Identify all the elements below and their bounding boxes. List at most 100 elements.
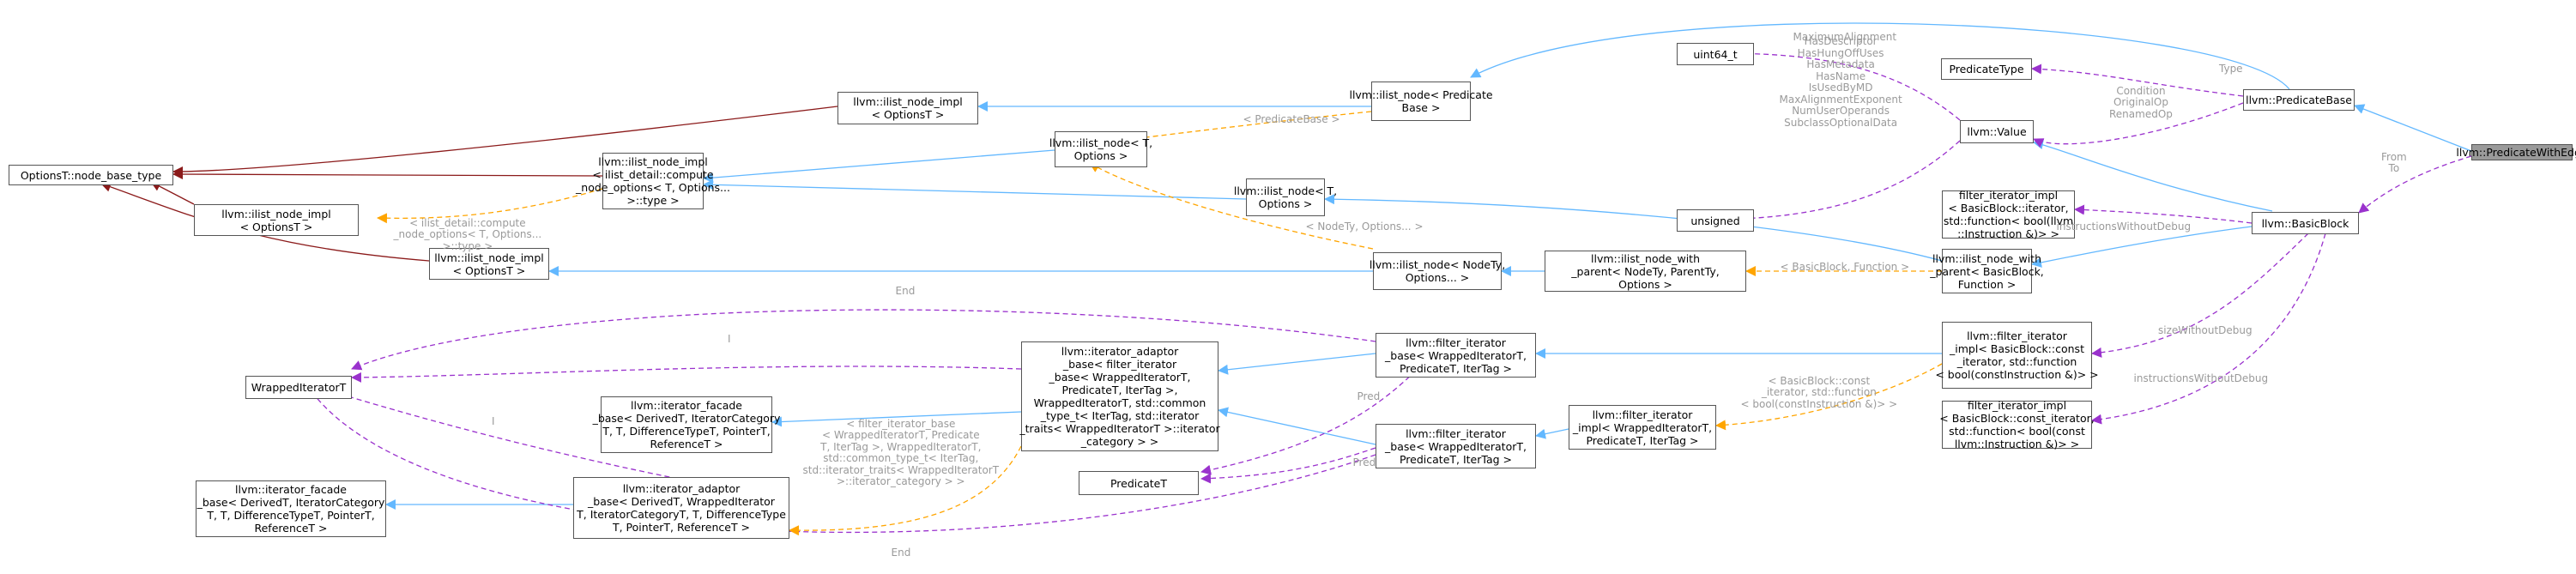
class-node-inwp-nt[interactable]: llvm::ilist_node_with_parent< NodeTy, Pa… — [1545, 251, 1746, 292]
edge-label-text: < WrappedIteratorT, Predicate — [821, 429, 980, 441]
class-node-inimpl-mid[interactable]: llvm::ilist_node_impl< ilist_detail::com… — [576, 153, 730, 209]
class-node-ptype[interactable]: PredicateType — [1941, 58, 2032, 80]
class-node-text: Options > — [1258, 197, 1313, 210]
edge-template-ilnodent-ilnode — [1089, 162, 1374, 250]
class-node-text: T, IteratorCategoryT, T, DifferenceType — [577, 508, 786, 521]
class-node-text: llvm::Value — [1967, 125, 2027, 138]
edge-label-text: I — [492, 415, 495, 427]
edge-inherit-ilnodeT2-impl — [703, 179, 1247, 200]
class-node-unsigned[interactable]: unsigned — [1677, 209, 1754, 232]
edge-label-text: >::type > — [442, 239, 493, 252]
class-node-ifb-bot[interactable]: llvm::iterator_facade_base< DerivedT, It… — [196, 480, 386, 537]
class-node-uint64[interactable]: uint64_t — [1677, 43, 1754, 65]
edge-usage-pwe-bb — [2358, 155, 2472, 214]
class-node-text: _base< WrappedIteratorT, — [1385, 348, 1527, 362]
class-node-ilnode-to2[interactable]: llvm::ilist_node< T,Options > — [1234, 178, 1337, 216]
class-node-text: PredicateT, IterTag > — [1399, 361, 1512, 375]
class-node-text: llvm::ilist_node< NodeTy, — [1369, 258, 1506, 271]
edge-inherit-fiigen-fibbot — [1535, 428, 1569, 439]
class-node-text: llvm::BasicBlock — [2261, 216, 2349, 230]
class-node-ilnode-to[interactable]: llvm::ilist_node< T,Options > — [1049, 131, 1152, 167]
edge-template-iab-iabgen — [789, 445, 1022, 536]
class-node-text: WrappedIteratorT — [251, 381, 347, 394]
edge-label-text: std::common_type_t< IterTag, — [823, 452, 979, 464]
edge-inherit-inwpbb-ilnodeT2 — [1324, 194, 1943, 262]
edge-private-impleft-onbt — [150, 181, 195, 205]
class-node-text: Options > — [1618, 277, 1672, 291]
edge-label-text: >::iterator_category > > — [836, 475, 965, 487]
class-node-text: llvm::iterator_facade — [631, 399, 742, 412]
class-node-text: _traits< WrappedIteratorT >::iterator — [1019, 422, 1220, 435]
edge-label-text: End — [891, 547, 911, 559]
edge-inherit-ilnodeT-impl — [703, 149, 1055, 184]
class-node-inwp-bb[interactable]: llvm::ilist_node_with_parent< BasicBlock… — [1930, 249, 2044, 293]
edge-label-lbl-fibase: < filter_iterator_base< WrappedIteratorT… — [802, 418, 1000, 488]
edge-private-impmid-onbt — [172, 169, 603, 180]
class-node-text: std::function< bool(llvm — [1943, 214, 2074, 227]
class-node-text: llvm::filter_iterator — [1967, 329, 2067, 342]
class-node-text: llvm::Instruction &)> > — [1954, 438, 2080, 450]
class-node-text: llvm::ilist_node< Predicate — [1349, 88, 1493, 101]
class-node-pbase[interactable]: llvm::PredicateBase — [2243, 89, 2355, 111]
class-node-inimpl-top[interactable]: llvm::ilist_node_impl< OptionsT > — [838, 92, 978, 124]
class-node-bb[interactable]: llvm::BasicBlock — [2252, 212, 2359, 234]
class-node-iab-gen[interactable]: llvm::iterator_adaptor_base< DerivedT, W… — [573, 477, 789, 539]
class-node-fii-bb-const[interactable]: llvm::filter_iterator_impl< BasicBlock::… — [1935, 322, 2099, 389]
edge-usage-bb-fiiinst — [2074, 204, 2252, 224]
edge-inherit-pwe-pbase — [2354, 104, 2472, 152]
edge-label-lbl-i-mid: I — [728, 333, 731, 346]
class-node-text: llvm::filter_iterator — [1406, 335, 1506, 349]
class-node-text: < OptionsT > — [452, 263, 526, 277]
class-node-text: std::function< bool(const — [1949, 425, 2085, 438]
edge-label-text: < bool(constInstruction &)> > — [1740, 397, 1898, 410]
edge-label-text: HasMetadata — [1806, 58, 1875, 70]
class-node-text: T, T, DifferenceTypeT, PointerT, — [602, 425, 771, 438]
edge-label-lbl-pred1: Pred — [1357, 390, 1381, 403]
class-node-text: _base< filter_iterator — [1062, 358, 1177, 371]
edge-inherit-bb-value — [2033, 139, 2273, 212]
class-node-text: PredicateT, IterTag >, — [1061, 384, 1178, 396]
edge-label-text: Pred — [1357, 390, 1381, 402]
edge-label-lbl-sizewd: sizeWithoutDebug — [2158, 324, 2252, 337]
edge-label-text: T, IterTag >, WrappedIteratorT, — [820, 440, 982, 453]
edge-label-lbl-i-left: I — [492, 415, 495, 428]
class-node-text: llvm::PredicateWithEdge — [2456, 146, 2576, 159]
class-node-text: _type_t< IterTag, std::iterator — [1040, 409, 1200, 422]
class-node-value[interactable]: llvm::Value — [1960, 120, 2034, 143]
class-node-pwe[interactable]: llvm::PredicateWithEdge — [2456, 144, 2576, 160]
class-node-text: llvm::ilist_node_with — [1591, 251, 1700, 265]
class-node-fib-top[interactable]: llvm::filter_iterator_base< WrappedItera… — [1376, 333, 1536, 378]
class-node-text: PredicateT, IterTag > — [1586, 433, 1699, 447]
class-node-text: llvm::iterator_adaptor — [622, 482, 741, 495]
class-node-inimpl-low[interactable]: llvm::ilist_node_impl< OptionsT > — [429, 248, 549, 280]
edge-label-text: Type — [2219, 63, 2243, 75]
class-node-wrapT[interactable]: WrappedIteratorT — [245, 376, 352, 399]
class-node-predT[interactable]: PredicateT — [1079, 471, 1199, 495]
edge-label-text: To — [2388, 162, 2400, 174]
edge-label-text: End — [895, 285, 916, 297]
class-node-ifb-top[interactable]: llvm::iterator_facade_base< DerivedT, It… — [593, 396, 780, 453]
class-node-text: < ilist_detail::compute — [592, 168, 714, 181]
class-node-fii-inst[interactable]: filter_iterator_impl< BasicBlock::iterat… — [1942, 189, 2075, 240]
class-node-text: >::type > — [626, 194, 680, 207]
edge-label-text: MaxAlignmentExponent — [1779, 93, 1902, 106]
class-node-fib-bot[interactable]: llvm::filter_iterator_base< WrappedItera… — [1376, 424, 1536, 468]
edge-label-lbl-pbase: < PredicateBase > — [1243, 113, 1340, 126]
edge-label-lbl-bbfunc: < BasicBlock, Function > — [1781, 261, 1910, 274]
class-node-ilnode-nt[interactable]: llvm::ilist_node< NodeTy,Options... > — [1369, 252, 1506, 290]
class-node-text: _base< WrappedIteratorT, — [1049, 371, 1191, 384]
class-node-iab-big[interactable]: llvm::iterator_adaptor_base< filter_iter… — [1019, 341, 1220, 451]
class-node-fii-gen[interactable]: llvm::filter_iterator_impl< WrappedItera… — [1569, 405, 1716, 450]
edge-label-text: std::iterator_traits< WrappedIteratorT — [802, 463, 1000, 476]
class-node-text: unsigned — [1690, 214, 1740, 227]
edge-label-text: _iterator, std::function — [1761, 386, 1877, 398]
class-node-inimpl-left[interactable]: llvm::ilist_node_impl< OptionsT > — [194, 204, 359, 236]
class-node-onbt[interactable]: OptionsT::node_base_type — [9, 165, 173, 185]
class-node-text: < OptionsT > — [239, 220, 313, 233]
class-node-text: T, PointerT, ReferenceT > — [612, 521, 751, 534]
edge-label-lbl-end-top: End — [895, 285, 916, 298]
class-node-fii-const-inst[interactable]: filter_iterator_impl< BasicBlock::const_… — [1939, 399, 2094, 450]
